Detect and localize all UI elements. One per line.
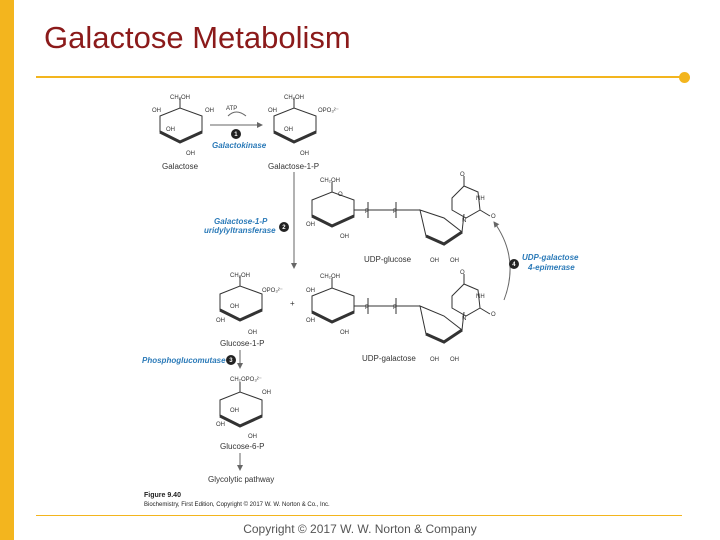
title-divider-dot: [679, 72, 690, 83]
enzyme-epimerase-line2: 4-epimerase: [527, 263, 575, 272]
glc1p-oh-left: OH: [230, 304, 239, 310]
step-3-badge: [226, 355, 236, 365]
title-divider: [36, 76, 682, 78]
step4-arrow: [493, 221, 511, 301]
galactose-label: Galactose: [162, 162, 199, 171]
atp-label: ATP: [226, 106, 237, 112]
gal1p-opo3: OPO₃²⁻: [318, 108, 339, 114]
step-1-number: 1: [234, 132, 238, 138]
enzyme-galactokinase: Galactokinase: [212, 141, 267, 150]
step-3-number: 3: [229, 358, 233, 364]
udp-galactose-label: UDP-galactose: [362, 354, 416, 363]
glc6p-oh-bottom: OH: [248, 434, 257, 440]
glc6p-oh-right: OH: [262, 390, 271, 396]
glc6p-oh-far: OH: [216, 422, 225, 428]
step-4-number: 4: [512, 262, 516, 268]
figure-caption-source: Biochemistry, First Edition, Copyright ©…: [144, 501, 330, 508]
udpglc-ring-o: O: [338, 192, 343, 198]
udpgal-p1: P: [365, 305, 369, 311]
udpgal-oh-bottom: OH: [340, 330, 349, 336]
udpgal-ch2oh: CH₂OH: [320, 274, 340, 280]
galactose-structure: [159, 98, 203, 144]
glucose-6p-label: Glucose-6-P: [220, 442, 264, 451]
gal1p-oh-bottom: OH: [300, 151, 309, 157]
udpglc-o-right: O: [491, 214, 496, 220]
udpgal-oh-top: OH: [306, 288, 315, 294]
enzyme-uridylyltransferase-line2: uridylyltransferase: [204, 226, 276, 235]
glc1p-oh-far: OH: [216, 318, 225, 324]
glycolytic-pathway-label: Glycolytic pathway: [208, 475, 274, 484]
step-1-badge: [231, 129, 241, 139]
galactose-ch2oh: CH₂OH: [170, 95, 190, 101]
gal1p-oh-top: OH: [268, 108, 277, 114]
udpglc-p1: P: [365, 209, 369, 215]
step-4-badge: [509, 259, 519, 269]
udpglc-o-top: O: [460, 172, 465, 178]
galactose-1p-label: Galactose-1-P: [268, 162, 319, 171]
glc6p-oh-left: OH: [230, 408, 239, 414]
udpgal-n: N: [462, 316, 466, 322]
udpgal-oh-left: OH: [306, 318, 315, 324]
galactose-oh-top: OH: [152, 108, 161, 114]
udpglc-ch2oh: CH₂OH: [320, 178, 340, 184]
glucose-1p-label: Glucose-1-P: [220, 339, 264, 348]
udpgal-oh-ribose-1: OH: [430, 357, 439, 363]
galactose-oh-left: OH: [166, 127, 175, 133]
left-accent-bar: [0, 0, 14, 540]
gal1p-ch2oh: CH₂OH: [284, 95, 304, 101]
udpglc-nh: NH: [476, 196, 485, 202]
udpgal-nh: NH: [476, 294, 485, 300]
copyright-text: Copyright © 2017 W. W. Norton & Company: [243, 522, 477, 536]
glc1p-ch2oh: CH₂OH: [230, 273, 250, 279]
galactose-1p-structure: [273, 98, 317, 144]
gal1p-oh-left: OH: [284, 127, 293, 133]
atp-arc: [227, 111, 247, 117]
enzyme-epimerase-line1: UDP-galactose: [522, 253, 579, 262]
udp-glucose-structure: [311, 176, 491, 246]
slide-title: Galactose Metabolism: [44, 20, 351, 55]
udpgal-o-right: O: [491, 312, 496, 318]
glucose-6p-structure: [219, 382, 263, 428]
galactose-oh-right: OH: [205, 108, 214, 114]
step-2-number: 2: [282, 225, 286, 231]
glc6p-ch2opo3: CH₂OPO₃²⁻: [230, 377, 262, 383]
udpglc-oh-ribose-1: OH: [430, 258, 439, 264]
udpglc-oh-ribose-2: OH: [450, 258, 459, 264]
glc1p-oh-bottom: OH: [248, 330, 257, 336]
udpgal-p2: P: [393, 305, 397, 311]
enzyme-uridylyltransferase-line1: Galactose-1-P: [214, 217, 268, 226]
udpglc-oh-bottom: OH: [340, 234, 349, 240]
udpgal-oh-ribose-2: OH: [450, 357, 459, 363]
udpglc-oh-left: OH: [306, 222, 315, 228]
udpgal-o-top: O: [460, 270, 465, 276]
galactose-oh-bottom: OH: [186, 151, 195, 157]
udpglc-p2: P: [393, 209, 397, 215]
enzyme-phosphoglucomutase: Phosphoglucomutase: [142, 356, 226, 365]
udp-glucose-label: UDP-glucose: [364, 255, 412, 264]
figure-caption-title: Figure 9.40: [144, 492, 181, 499]
glucose-1p-structure: [219, 276, 263, 322]
udpglc-n: N: [462, 218, 466, 224]
udp-galactose-structure: [311, 274, 491, 344]
step-2-badge: [279, 222, 289, 232]
glc1p-opo3: OPO₃²⁻: [262, 288, 283, 294]
plus-sign: +: [290, 299, 295, 308]
footer-divider: [36, 515, 682, 516]
